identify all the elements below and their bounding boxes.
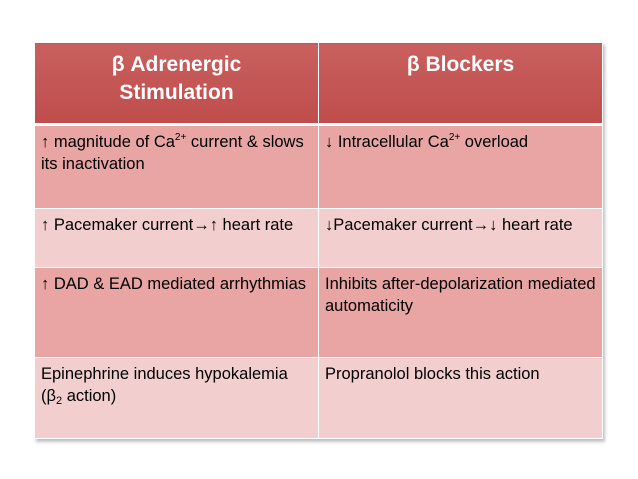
cell-stimulation-dad-ead: ↑ DAD & EAD mediated arrhythmias xyxy=(34,266,319,358)
cell-blocker-propranolol: Propranolol blocks this action xyxy=(318,356,603,440)
table-row: ↑ magnitude of Ca2+ current & slows its … xyxy=(34,123,603,210)
cell-stimulation-calcium-current: ↑ magnitude of Ca2+ current & slows its … xyxy=(34,123,319,210)
cell-stimulation-pacemaker: ↑ Pacemaker current→↑ heart rate xyxy=(34,208,319,268)
table-row: Epinephrine induces hypokalemia (β2 acti… xyxy=(34,356,603,440)
table-row: ↑ Pacemaker current→↑ heart rate ↓Pacema… xyxy=(34,208,603,268)
header-beta-blockers: β Blockers xyxy=(318,42,603,126)
header-beta-adrenergic-stimulation: β Adrenergic Stimulation xyxy=(34,42,319,126)
cell-blocker-automaticity: Inhibits after-depolarization mediated a… xyxy=(318,266,603,358)
table-row: ↑ DAD & EAD mediated arrhythmias Inhibit… xyxy=(34,266,603,358)
cell-blocker-pacemaker: ↓Pacemaker current→↓ heart rate xyxy=(318,208,603,268)
comparison-table: β Adrenergic Stimulation β Blockers ↑ ma… xyxy=(34,42,603,440)
header-row: β Adrenergic Stimulation β Blockers xyxy=(34,42,603,126)
cell-blocker-calcium-overload: ↓ Intracellular Ca2+ overload xyxy=(318,123,603,210)
cell-stimulation-hypokalemia: Epinephrine induces hypokalemia (β2 acti… xyxy=(34,356,319,440)
